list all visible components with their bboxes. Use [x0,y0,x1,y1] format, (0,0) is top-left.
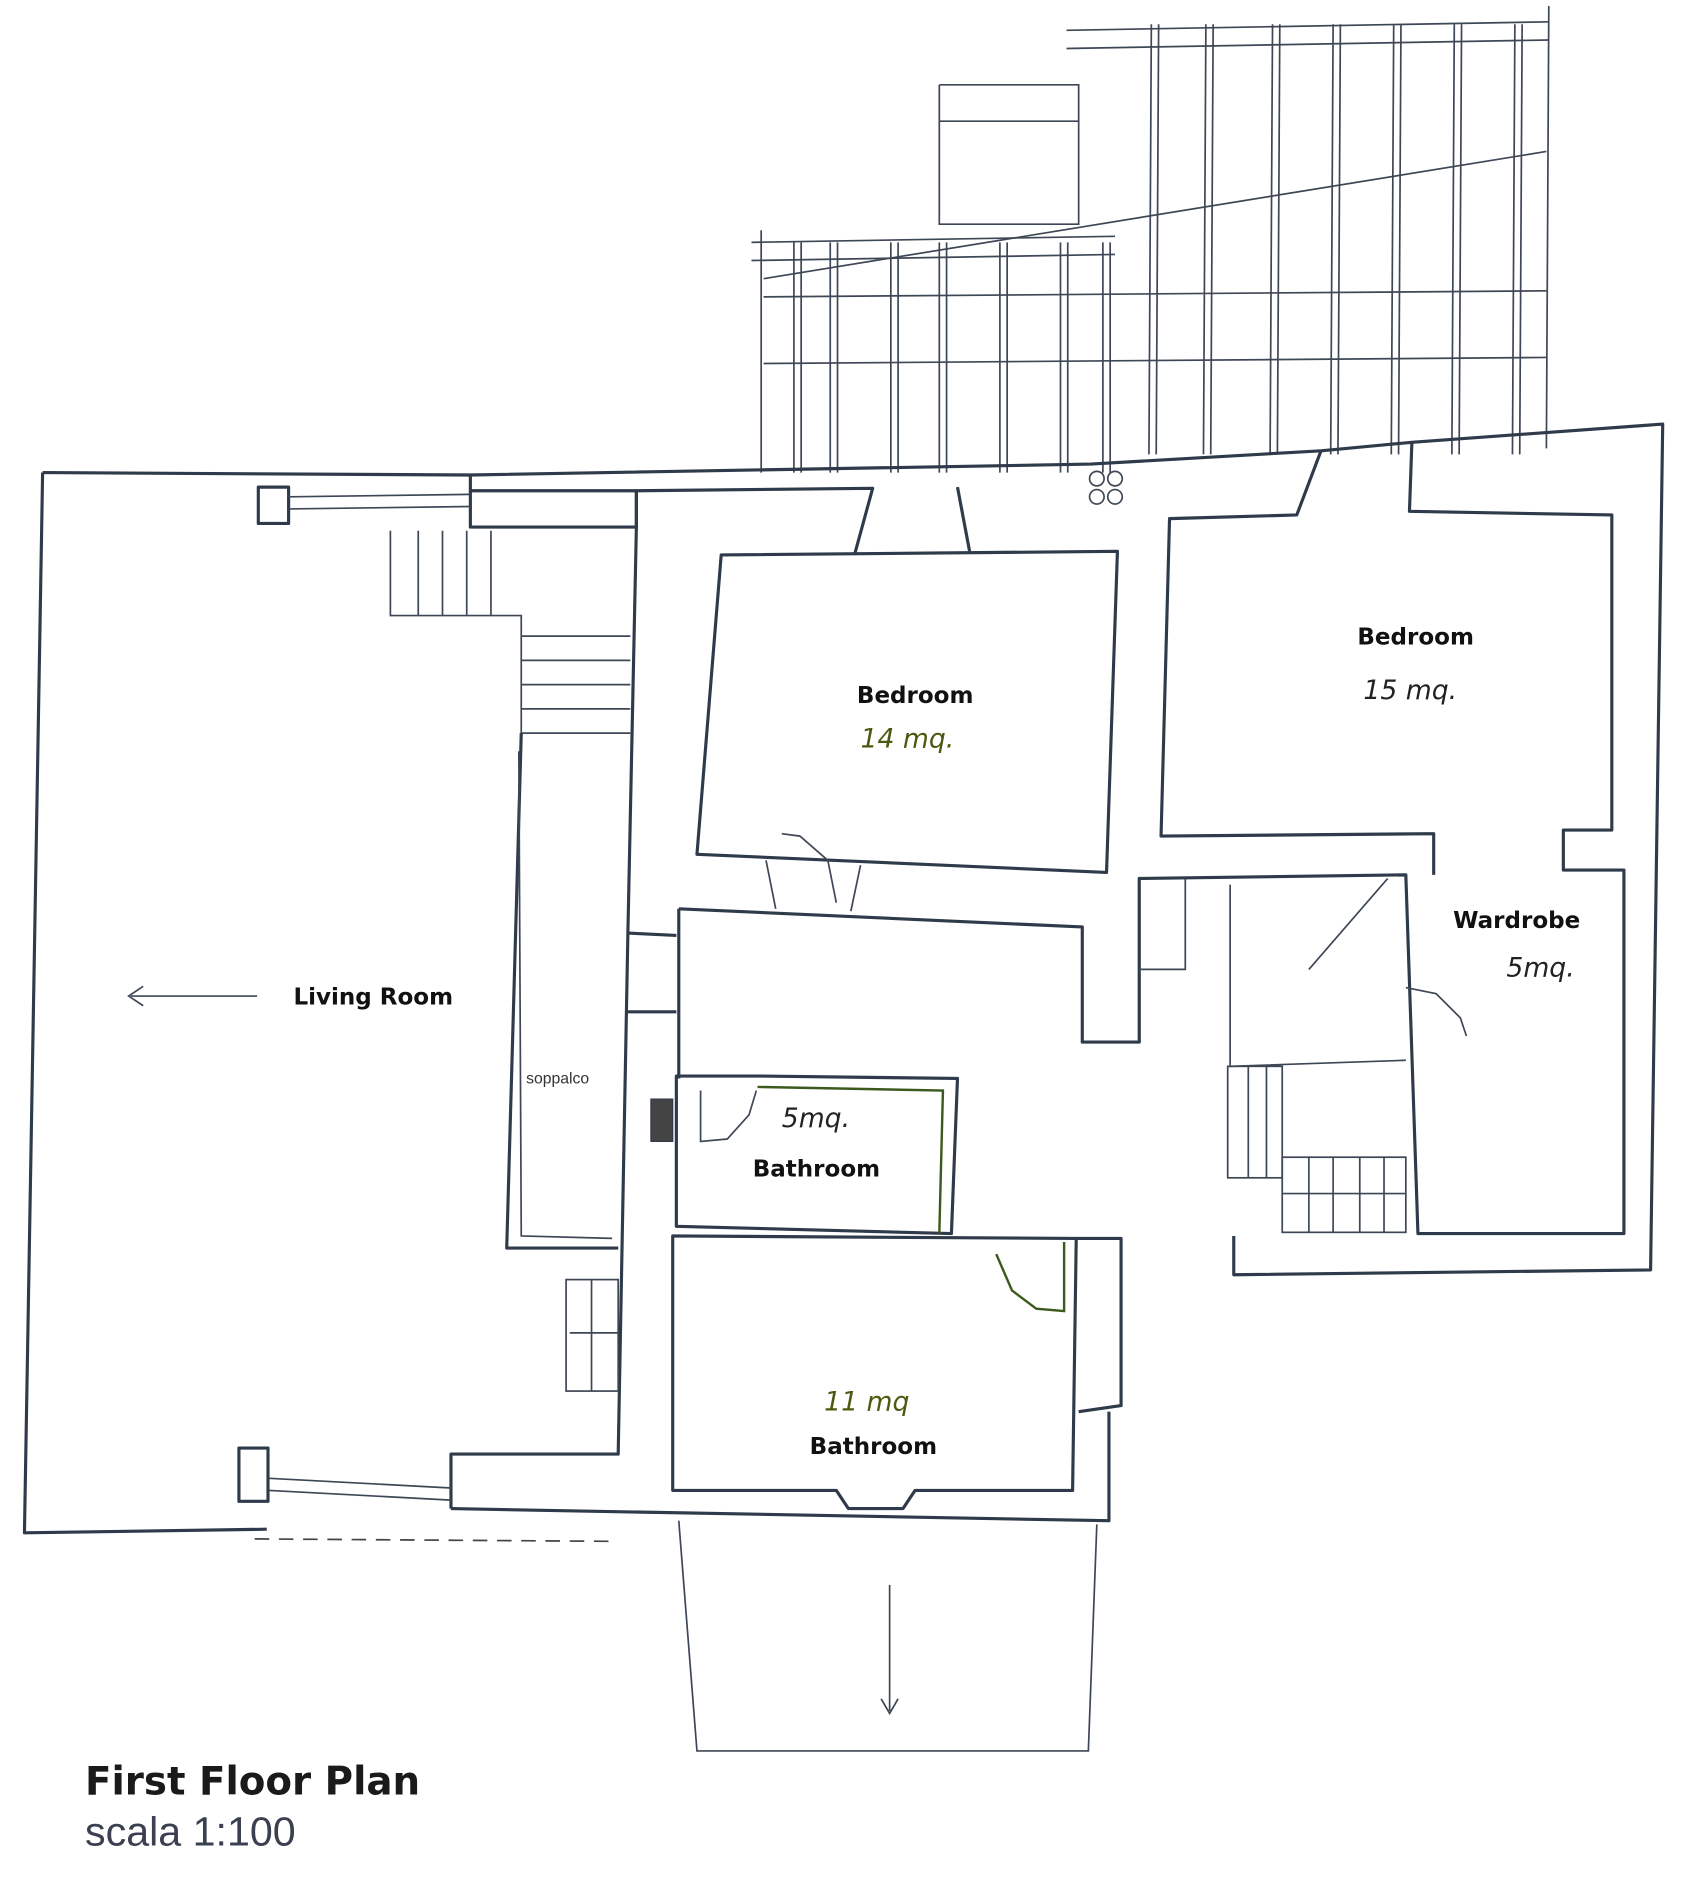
grid-line [1155,24,1160,455]
room-label-bathroom-2: Bathroom [810,1434,937,1460]
room-label-bedroom-1: Bedroom [857,683,974,709]
grid-line [1518,24,1523,455]
lower-terrace [677,1520,1098,1752]
chimney [650,1098,674,1143]
grid-line [1209,24,1215,455]
grid-line [1276,24,1281,455]
room-label-bedroom-2: Bedroom [1357,625,1474,651]
room-area-bedroom-1: 14 mq. [861,724,955,755]
loft-label: soppalco [526,1070,589,1087]
bedroom-1-walls [695,549,1120,875]
dashed-line [254,1538,613,1543]
bathroom-1-walls [674,1074,960,1236]
room-area-bathroom-1: 5mq. [782,1103,850,1134]
bedroom-2-walls [1159,450,1436,875]
grid-line [1390,24,1395,455]
grid-line [763,289,1547,298]
pillar [256,485,291,526]
grid-line [1511,24,1516,455]
bathroom-2-walls [671,1234,1078,1511]
grid-line [1329,24,1334,455]
grid-line [1458,24,1463,455]
room-area-bedroom-2: 15 mq. [1363,675,1457,706]
room-label-bathroom-1: Bathroom [753,1157,880,1183]
pillar [237,1446,270,1503]
pergola-grid [751,6,1550,473]
plan-scale: scala 1:100 [85,1808,296,1854]
room-area-bathroom-2: 11 mq [824,1386,909,1417]
room-label-wardrobe: Wardrobe [1453,908,1580,934]
grid-line [1337,24,1342,455]
grid-line [1397,24,1402,455]
grid-line [1202,24,1207,455]
grid-line [763,150,1547,280]
grid-line [1148,24,1153,455]
room-label-living: Living Room [293,985,453,1011]
plan-title: First Floor Plan [85,1760,420,1805]
grid-line [1451,24,1456,455]
grid-line [1269,24,1274,455]
living-room-walls [42,471,638,529]
room-area-wardrobe: 5mq. [1506,953,1574,984]
grid-line [763,356,1547,365]
